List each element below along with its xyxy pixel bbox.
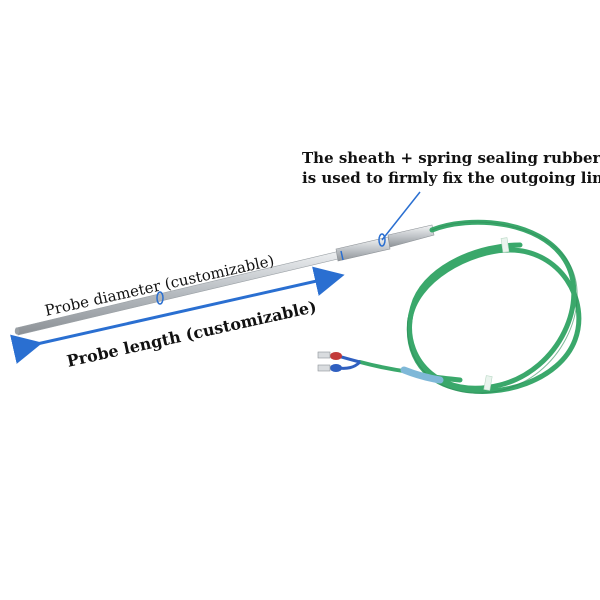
blue-heatshrink xyxy=(400,366,444,384)
sheath-callout-line2: is used to firmly fix the outgoing line xyxy=(302,169,600,187)
probe-length-arrow xyxy=(10,266,345,364)
callout-leader-line xyxy=(381,191,421,241)
sheath-callout-line1: The sheath + spring sealing rubber xyxy=(302,149,600,167)
green-cable-coil xyxy=(358,219,582,394)
sheath-callout-text: The sheath + spring sealing rubber is us… xyxy=(302,148,600,188)
sheath-fitting xyxy=(335,224,435,262)
sealing-rubber-marker xyxy=(378,233,386,247)
wire-ends xyxy=(317,351,362,372)
probe-rod xyxy=(14,250,343,336)
